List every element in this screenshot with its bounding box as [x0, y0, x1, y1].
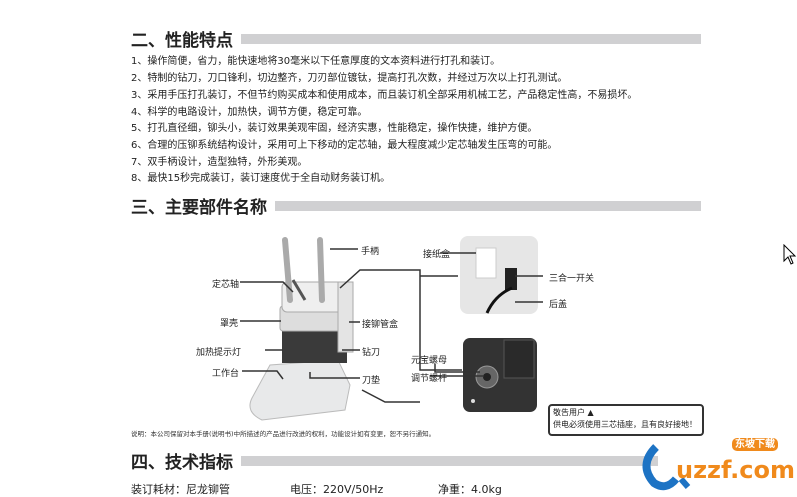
section-title-features: 二、性能特点 [131, 31, 233, 51]
rear-photo [460, 236, 538, 314]
label-heat-light: 加热提示灯 [196, 348, 242, 358]
label-nut: 元宝螺母 [411, 356, 448, 366]
section-header-features: 二、性能特点 [131, 26, 701, 51]
label-cover: 罩壳 [220, 319, 239, 329]
section-title-parts: 三、主要部件名称 [131, 198, 267, 218]
list-item: 2、特制的钻刀，刀口锋利，切边整齐，刀刃部位镀钛，提高打孔次数，并经过万次以上打… [131, 73, 568, 84]
list-item: 1、操作简便，省力，能快速地将30毫米以下任意厚度的文本资料进行打孔和装订。 [131, 56, 501, 67]
section-header-parts: 三、主要部件名称 [131, 193, 701, 218]
watermark-logo: uzzf.com 东坡下载 [636, 437, 796, 493]
watermark-text: uzzf.com [676, 456, 795, 484]
list-item: 3、采用手压打孔装订，不但节约购买成本和使用成本，而且装订机全部采用机械工艺，产… [131, 90, 638, 101]
warning-icon: ▲ [587, 408, 594, 417]
machine-image [249, 237, 354, 421]
warning-title: 敬告用户 [553, 408, 585, 417]
mouse-cursor-icon [783, 244, 797, 265]
spec-voltage: 电压：220V/50Hz [290, 483, 384, 496]
spec-weight: 净重：4.0kg [438, 483, 502, 496]
label-back-cover: 后盖 [549, 300, 568, 310]
list-item: 7、双手柄设计，造型独特，外形美观。 [131, 157, 308, 168]
label-switch: 三合一开关 [549, 274, 595, 284]
warning-text: 供电必须使用三芯插座，且有良好接地！ [553, 420, 697, 429]
warning-box: 敬告用户 ▲ 供电必须使用三芯插座，且有良好接地！ [548, 404, 704, 436]
spec-material: 装订耗材：尼龙铆管 [131, 483, 230, 496]
title-bar [275, 200, 701, 211]
title-bar [241, 455, 658, 466]
watermark-badge: 东坡下载 [732, 438, 778, 451]
label-rivet-box: 接铆管盒 [362, 320, 399, 330]
label-core-shaft: 定芯轴 [212, 280, 240, 290]
list-item: 8、最快15秒完成装订，装订速度优于全自动财务装订机。 [131, 173, 391, 184]
label-handle: 手柄 [361, 247, 380, 257]
bottom-photo [463, 338, 537, 412]
label-pad: 刀垫 [362, 376, 381, 386]
label-drill: 钻刀 [362, 348, 381, 358]
title-bar [241, 33, 701, 44]
section-header-specs: 四、技术指标 [131, 448, 658, 473]
section-title-specs: 四、技术指标 [131, 453, 233, 473]
list-item: 4、科学的电路设计，加热快，调节方便，稳定可靠。 [131, 107, 368, 118]
disclaimer-note: 说明：本公司保留对本手册(说明书)中所描述的产品进行改进的权利，功能设计如有变更… [131, 430, 436, 438]
leader-lines [240, 248, 543, 403]
list-item: 5、打孔直径细，铆头小，装订效果美观牢固，经济实惠，性能稳定，操作快捷，维护方便… [131, 123, 538, 134]
list-item: 6、合理的压铆系统结构设计，采用可上下移动的定芯轴，最大程度减少定芯轴发生压弯的… [131, 140, 558, 151]
label-worktable: 工作台 [212, 369, 240, 379]
label-paper-box: 接纸盒 [423, 250, 451, 260]
label-screw: 调节螺杆 [411, 374, 448, 384]
